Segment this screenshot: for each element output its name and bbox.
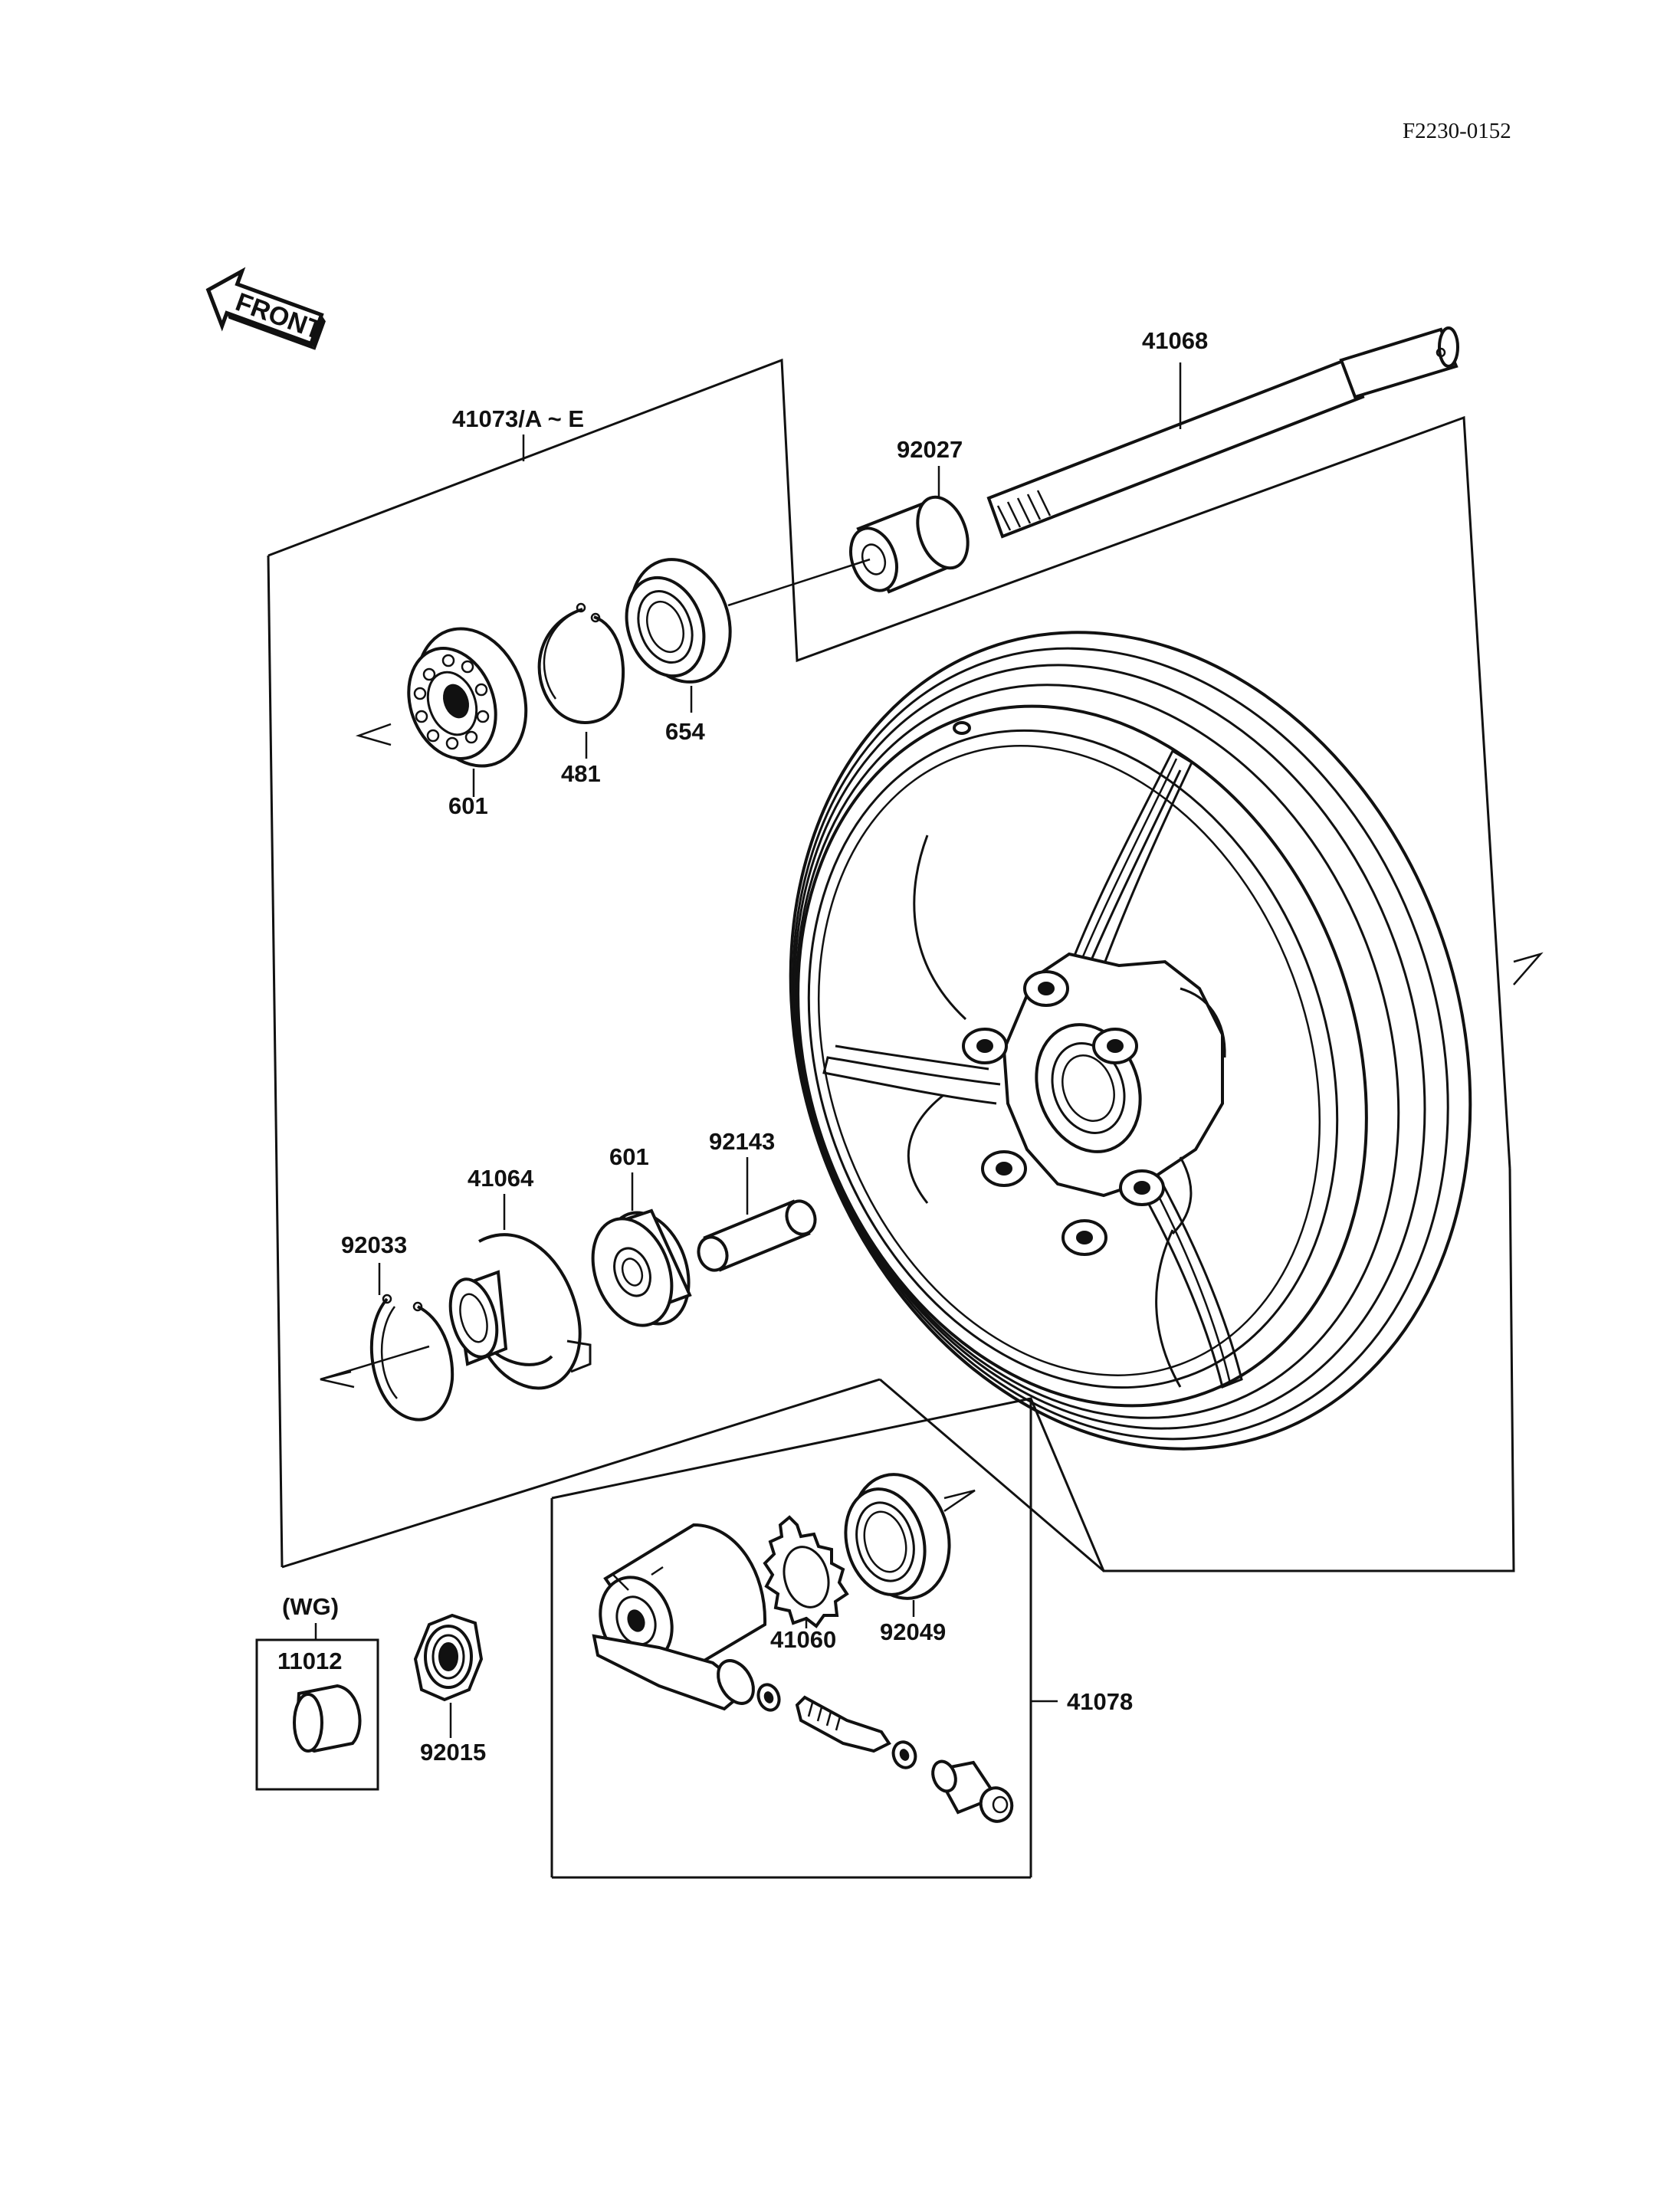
wheel-hub (962, 952, 1226, 1256)
ball-bearing-601-top (407, 627, 528, 768)
washer-small-2 (891, 1740, 917, 1769)
washer-small-1 (756, 1683, 781, 1712)
label-601-top: 601 (448, 792, 488, 819)
nut-92015 (413, 1613, 484, 1702)
label-41064: 41064 (468, 1165, 534, 1192)
label-481: 481 (561, 760, 601, 787)
label-41073: 41073/A ~ E (452, 405, 584, 432)
oil-seal-92049 (844, 1473, 951, 1600)
front-direction-arrow-icon: FRONT (205, 267, 326, 350)
cap-11012 (293, 1684, 362, 1753)
pinion-gear (795, 1695, 891, 1753)
label-41060: 41060 (770, 1626, 836, 1653)
label-11012: 11012 (277, 1648, 343, 1674)
label-92049: 92049 (880, 1618, 946, 1645)
label-92143: 92143 (709, 1128, 775, 1155)
label-92033: 92033 (341, 1231, 407, 1258)
drive-bushing (931, 1759, 1014, 1823)
label-601-mid: 601 (609, 1143, 649, 1170)
label-41068: 41068 (1142, 327, 1208, 354)
label-wg: (WG) (282, 1593, 339, 1620)
hub-cover-41064 (448, 1233, 592, 1390)
speedometer-gear-housing-41078 (592, 1523, 767, 1711)
front-wheel-rim (789, 631, 1472, 1451)
label-92015: 92015 (420, 1739, 486, 1766)
circlip-481 (537, 602, 625, 724)
wg-option-box (255, 1638, 379, 1791)
diagram-code: F2230-0152 (1403, 119, 1511, 143)
label-92027: 92027 (897, 436, 963, 463)
label-41078: 41078 (1067, 1688, 1133, 1715)
collar-92027 (849, 495, 970, 594)
spacer-92143 (697, 1199, 817, 1272)
snap-ring-92033 (369, 1294, 454, 1421)
label-654: 654 (665, 718, 705, 745)
oil-seal-654 (625, 558, 732, 684)
kit-41073-frame (267, 358, 1511, 1569)
kit-41078-frame (550, 1168, 1515, 1879)
axle-41068 (986, 326, 1459, 539)
speedometer-gear-41060 (763, 1515, 849, 1628)
ball-bearing-601-mid (591, 1208, 692, 1327)
